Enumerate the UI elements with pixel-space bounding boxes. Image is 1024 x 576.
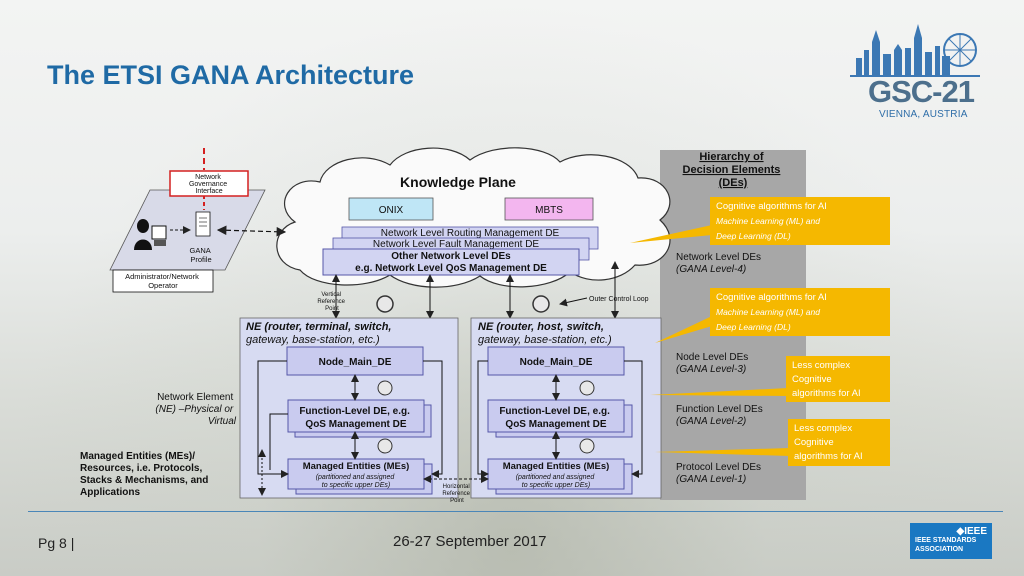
me-left-label: Managed Entities (MEs) [303, 461, 410, 472]
level-4-name: Network Level DEs [676, 252, 761, 263]
hierarchy-title: Hierarchy of Decision Elements (DEs) [683, 151, 784, 189]
operator-person-icon [134, 219, 167, 250]
function-left-label: Function-Level DE, e.g. QoS Management D… [299, 406, 412, 430]
callout-line: Cognitive [792, 374, 832, 385]
callout-line: algorithms for AI [792, 388, 861, 399]
knowledge-plane-label: Knowledge Plane [400, 174, 516, 190]
callout-cognitive-1: Cognitive algorithms for AI Machine Lear… [710, 197, 890, 245]
level-1-tag: (GANA Level-1) [676, 474, 746, 485]
footer-divider [28, 511, 1003, 512]
gana-profile-label: GANA Profile [190, 246, 213, 264]
me-left-sub: (partitioned and assigned to specific up… [316, 474, 397, 489]
callout-line: Deep Learning (DL) [716, 231, 791, 241]
page-number: Pg 8 | [38, 535, 75, 551]
onix-box [348, 197, 434, 221]
outer-loop-label: Outer Control Loop [589, 296, 649, 303]
logo-name: GSC-21 [868, 74, 975, 109]
level-4-tag: (GANA Level-4) [676, 264, 746, 275]
slide-title: The ETSI GANA Architecture [47, 60, 415, 90]
callout-line: Cognitive algorithms for AI [716, 201, 827, 212]
function-left [287, 399, 425, 433]
nl-other-box [322, 248, 580, 276]
callout-line: Machine Learning (ML) and [716, 216, 820, 226]
node-main-left-label: Node_Main_DE [319, 357, 392, 368]
mbts-box [504, 197, 594, 221]
mbts-label: MBTS [535, 205, 563, 216]
network-element-label: Network Element (NE) –Physical or Virtua… [155, 392, 236, 427]
function-right-label: Function-Level DE, e.g. QoS Management D… [499, 406, 612, 430]
node-main-right-label: Node_Main_DE [520, 357, 593, 368]
loop-icon [376, 295, 550, 313]
callout-less-complex-2: Less complex Cognitive algorithms for AI [788, 419, 890, 466]
callout-line: Less complex [792, 360, 851, 371]
callout-line: Machine Learning (ML) and [716, 307, 820, 317]
callout-cognitive-2: Cognitive algorithms for AI Machine Lear… [710, 288, 890, 336]
admin-operator-label: Administrator/Network Operator [125, 272, 201, 290]
callout-less-complex-1: Less complex Cognitive algorithms for AI [786, 356, 890, 402]
ne-left-label: NE (router, terminal, switch, gateway, b… [246, 321, 395, 346]
admin-operator-box [112, 269, 214, 293]
level-2-name: Function Level DEs [676, 404, 763, 415]
nl-other-label-2: e.g. Network Level QoS Management DE [355, 263, 547, 274]
callout-line: Cognitive algorithms for AI [716, 292, 827, 303]
node-main-left [286, 346, 424, 376]
me-left [287, 458, 425, 490]
horizontal-ref-label: Horizontal Reference Point [442, 484, 471, 504]
ieee-sa-logo: ◆IEEE IEEE STANDARDS ASSOCIATION [910, 523, 992, 559]
managed-entities-left-label: Managed Entities (MEs)/ Resources, i.e. … [80, 451, 211, 498]
level-2-tag: (GANA Level-2) [676, 416, 746, 427]
governance-interface-box [169, 170, 249, 197]
callout-line: Deep Learning (DL) [716, 322, 791, 332]
callout-line: Cognitive [794, 437, 834, 448]
ne-right-label: NE (router, host, switch, gateway, base-… [478, 321, 612, 346]
gana-profile-icon [195, 211, 211, 237]
nl-fault-label: Network Level Fault Management DE [373, 239, 540, 250]
level-3-name: Node Level DEs [676, 352, 748, 363]
level-1-name: Protocol Level DEs [676, 462, 761, 473]
function-right [487, 399, 625, 433]
ieee-name: IEEE STANDARDS ASSOCIATION [915, 537, 977, 553]
ieee-mark: ◆IEEE [956, 526, 987, 537]
nl-other-label-1: Other Network Level DEs [391, 251, 511, 262]
vertical-ref-label: Vertical Reference Point [317, 292, 346, 312]
level-3-tag: (GANA Level-3) [676, 364, 746, 375]
callout-line: Less complex [794, 423, 853, 434]
governance-label: Network Governance Interface [189, 174, 229, 195]
onix-label: ONIX [379, 205, 404, 216]
nl-routing-label: Network Level Routing Management DE [381, 228, 560, 239]
me-right-sub: (partitioned and assigned to specific up… [516, 474, 597, 489]
logo-place: VIENNA, AUSTRIA [879, 109, 968, 120]
gsc21-logo [850, 24, 980, 77]
callout-line: algorithms for AI [794, 451, 863, 462]
me-right [487, 458, 625, 490]
me-right-label: Managed Entities (MEs) [503, 461, 610, 472]
slide-date: 26-27 September 2017 [393, 533, 547, 550]
